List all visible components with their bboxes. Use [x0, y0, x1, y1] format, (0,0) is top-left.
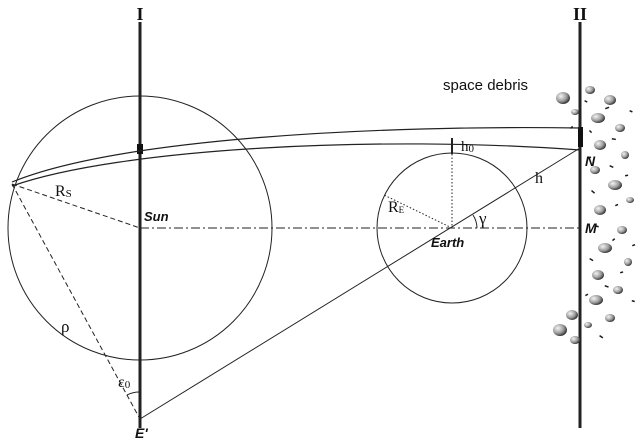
rho-line [11, 183, 141, 420]
re-main: R [388, 199, 399, 216]
rho-label: ρ [61, 317, 69, 336]
space-debris-label: space debris [443, 77, 528, 94]
h0-main: h [461, 139, 469, 155]
point-n-label: N [585, 153, 596, 169]
line-e-prime-n [139, 147, 581, 420]
rs-main: R [55, 183, 66, 200]
sun-label: Sun [144, 209, 169, 224]
plane-2-marker [578, 127, 583, 147]
eps-main: ε [118, 374, 125, 391]
gamma-arc [472, 214, 478, 229]
plane-1-marker [137, 144, 143, 154]
h-label: h [535, 170, 543, 187]
point-e-prime-label: E' [135, 425, 148, 441]
point-m-label: M [585, 220, 597, 236]
sun-radius-rs [11, 183, 141, 229]
space-debris-cluster [553, 86, 636, 344]
re-label: RE [388, 199, 405, 216]
ray-upper [11, 126, 581, 183]
h0-label: h0 [461, 139, 475, 155]
re-sub: E [399, 205, 405, 215]
plane-1-label: I [136, 4, 143, 24]
gamma-label: γ [478, 209, 487, 228]
earth-label: Earth [431, 235, 464, 250]
plane-2-label: II [573, 4, 587, 24]
ray-lower [11, 143, 581, 187]
h0-sub: 0 [469, 143, 475, 155]
eps-sub: 0 [125, 379, 131, 391]
rs-sub: S [66, 188, 72, 200]
rs-label: RS [55, 183, 72, 200]
epsilon-label: ε0 [118, 374, 131, 391]
epsilon-arc [126, 391, 141, 396]
